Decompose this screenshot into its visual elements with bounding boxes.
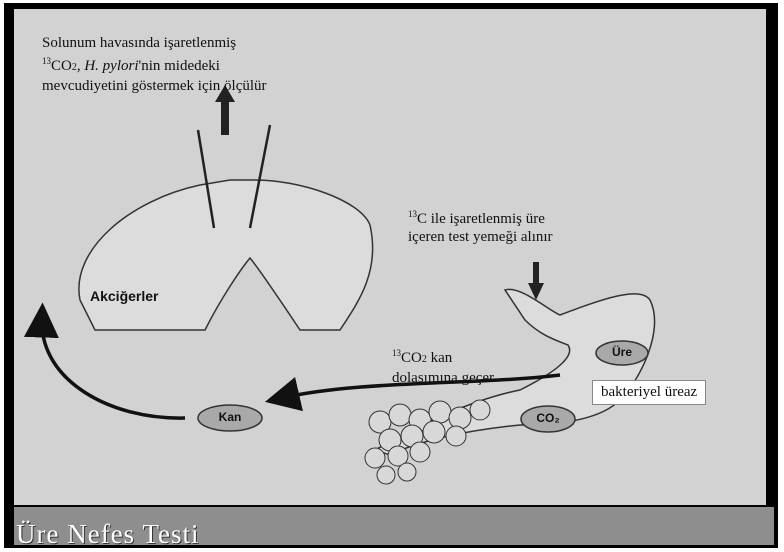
bacteria-cluster (365, 400, 490, 484)
test-meal-note: 13C ile işaretlenmiş üre içeren test yem… (408, 205, 553, 246)
top-note-line2: 13CO2, H. pylori'nin midedeki (42, 52, 267, 77)
blood-to-lungs-arrow (42, 320, 185, 418)
co2-note-line1: 13CO2 kan (392, 344, 494, 369)
blood-label: Kan (205, 410, 255, 424)
lungs-shape (79, 180, 373, 330)
test-meal-line2: içeren test yemeği alınır (408, 228, 553, 246)
lungs-label: Akciğerler (90, 288, 158, 304)
slide-title: Üre Nefes Testi (16, 519, 200, 550)
co2-note: 13CO2 kan dolaşımına geçer (392, 344, 494, 387)
top-note-line1: Solunum havasında işaretlenmiş (42, 34, 267, 52)
top-note: Solunum havasında işaretlenmiş 13CO2, H.… (42, 34, 267, 95)
urea-label: Üre (598, 345, 646, 359)
co2-label: CO₂ (522, 411, 574, 425)
top-note-line3: mevcudiyetini göstermek için ölçülür (42, 77, 267, 95)
urease-label: bakteriyel üreaz (592, 380, 706, 405)
test-meal-line1: 13C ile işaretlenmiş üre (408, 205, 553, 228)
co2-note-line2: dolaşımına geçer (392, 369, 494, 387)
meal-arrow-icon (528, 262, 544, 300)
